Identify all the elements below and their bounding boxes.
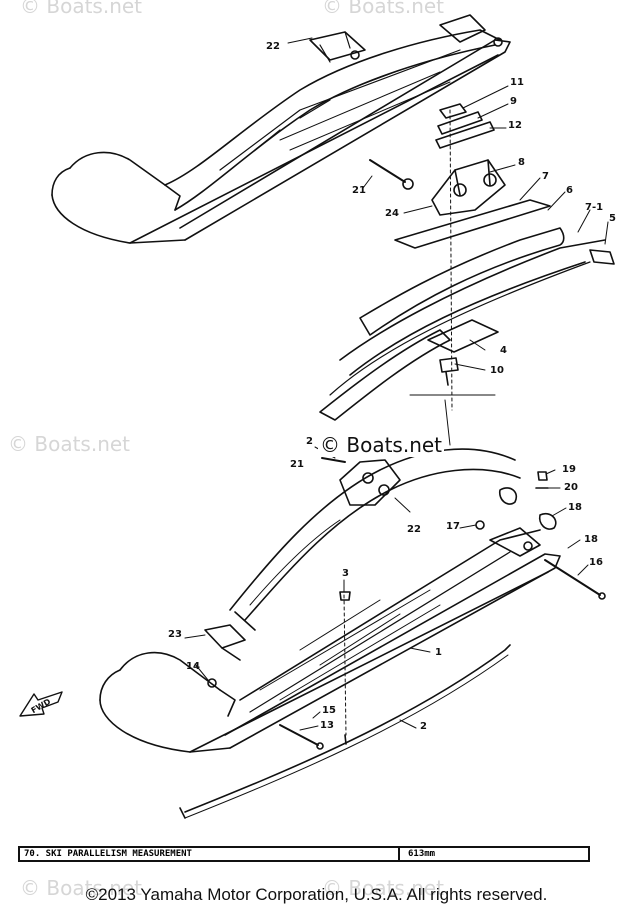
callout-label: 13	[320, 720, 334, 731]
callout-label: 11	[510, 77, 524, 88]
copyright-notice: ©2013 Yamaha Motor Corporation, U.S.A. A…	[85, 885, 548, 904]
callout-label: 22	[266, 41, 280, 52]
spec-value: 613mm	[408, 849, 436, 859]
spec-label: 70. SKI PARALLELISM MEASUREMENT	[20, 848, 400, 860]
callout-label: 22	[407, 524, 421, 535]
callout-label: 16	[589, 557, 603, 568]
watermark: © Boats.net	[322, 876, 445, 900]
callout-label: 6	[566, 185, 573, 196]
callout-label: 10	[490, 365, 504, 376]
callout-label: 20	[564, 482, 578, 493]
callout-label: 21	[352, 185, 366, 196]
callout-label: 15	[322, 705, 336, 716]
callout-label: 19	[562, 464, 576, 475]
upper-ski-assembly	[51, 14, 511, 244]
exploded-parts	[319, 103, 615, 446]
callout-label: 8	[518, 157, 525, 168]
callout-label: 18	[568, 502, 582, 513]
callout-label: 9	[510, 96, 517, 107]
watermark: © Boats.net	[20, 876, 143, 900]
leader-lines	[184, 37, 609, 731]
callout-label: 18	[584, 534, 598, 545]
callout-label: 17	[446, 521, 460, 532]
callout-label: 1	[435, 647, 442, 658]
callout-label: 12	[508, 120, 522, 131]
callout-label: 7-1	[585, 202, 604, 213]
callout-label: 3	[342, 568, 349, 579]
callout-label: 23	[168, 629, 182, 640]
lower-ski	[99, 448, 606, 819]
callout-label: 2	[306, 436, 313, 447]
callout-label: 14	[186, 661, 200, 672]
forward-arrow-icon: FWD	[19, 691, 63, 717]
callout-label: 4	[500, 345, 507, 356]
center-watermark: © Boats.net	[318, 433, 445, 457]
callout-label: 7	[542, 171, 549, 182]
callout-label: 21	[290, 459, 304, 470]
callout-label: 5	[609, 213, 616, 224]
callout-label: 24	[385, 208, 399, 219]
watermark: © Boats.net	[322, 0, 445, 18]
watermark: © Boats.net	[20, 0, 143, 18]
watermark: © Boats.net	[8, 432, 131, 456]
spec-table: 70. SKI PARALLELISM MEASUREMENT 613mm	[18, 846, 590, 862]
callout-label: 2	[420, 721, 427, 732]
